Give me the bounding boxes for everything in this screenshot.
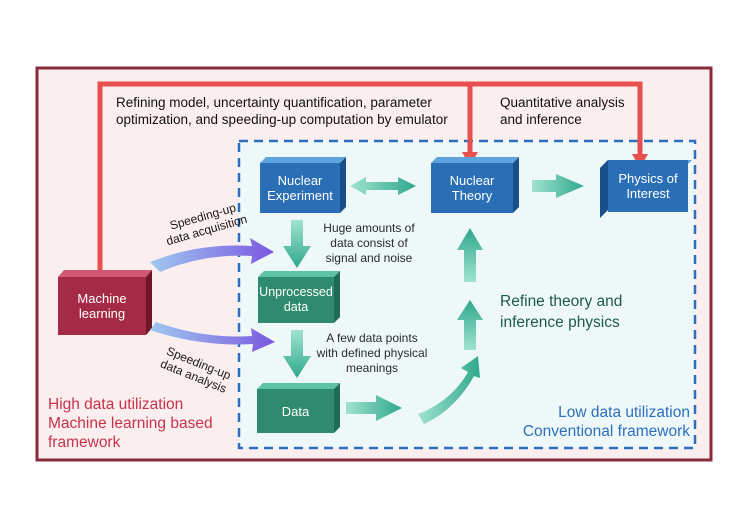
arrow-experiment-unprocessed <box>283 220 311 268</box>
box-unprocessed-shape <box>258 271 340 323</box>
box-experiment-shape <box>260 157 346 213</box>
loop-arrow-physics <box>470 81 643 158</box>
analysis-label: Quantitative analysis and inference <box>500 95 625 127</box>
box-data: Data <box>281 403 310 419</box>
arrow-up-1 <box>457 300 483 350</box>
arrow-experiment-theory <box>350 177 416 195</box>
arrow-curve-up <box>418 356 480 424</box>
arrow-unprocessed-data <box>283 330 311 378</box>
box-physics-shape <box>600 160 692 218</box>
arrow-speed-acquisition <box>150 238 274 272</box>
ml-loop-label: Refining model, uncertainty quantificati… <box>116 95 448 127</box>
arrow-theory-physics <box>532 174 584 198</box>
box-data-shape <box>257 383 340 433</box>
loop-arrow-theory <box>97 81 473 272</box>
box-theory-shape <box>431 157 519 213</box>
arrow-data-right <box>346 395 402 421</box>
arrow-up-2 <box>457 228 483 282</box>
box-ml-shape <box>58 270 152 335</box>
arrow-speed-analysis <box>150 322 275 352</box>
